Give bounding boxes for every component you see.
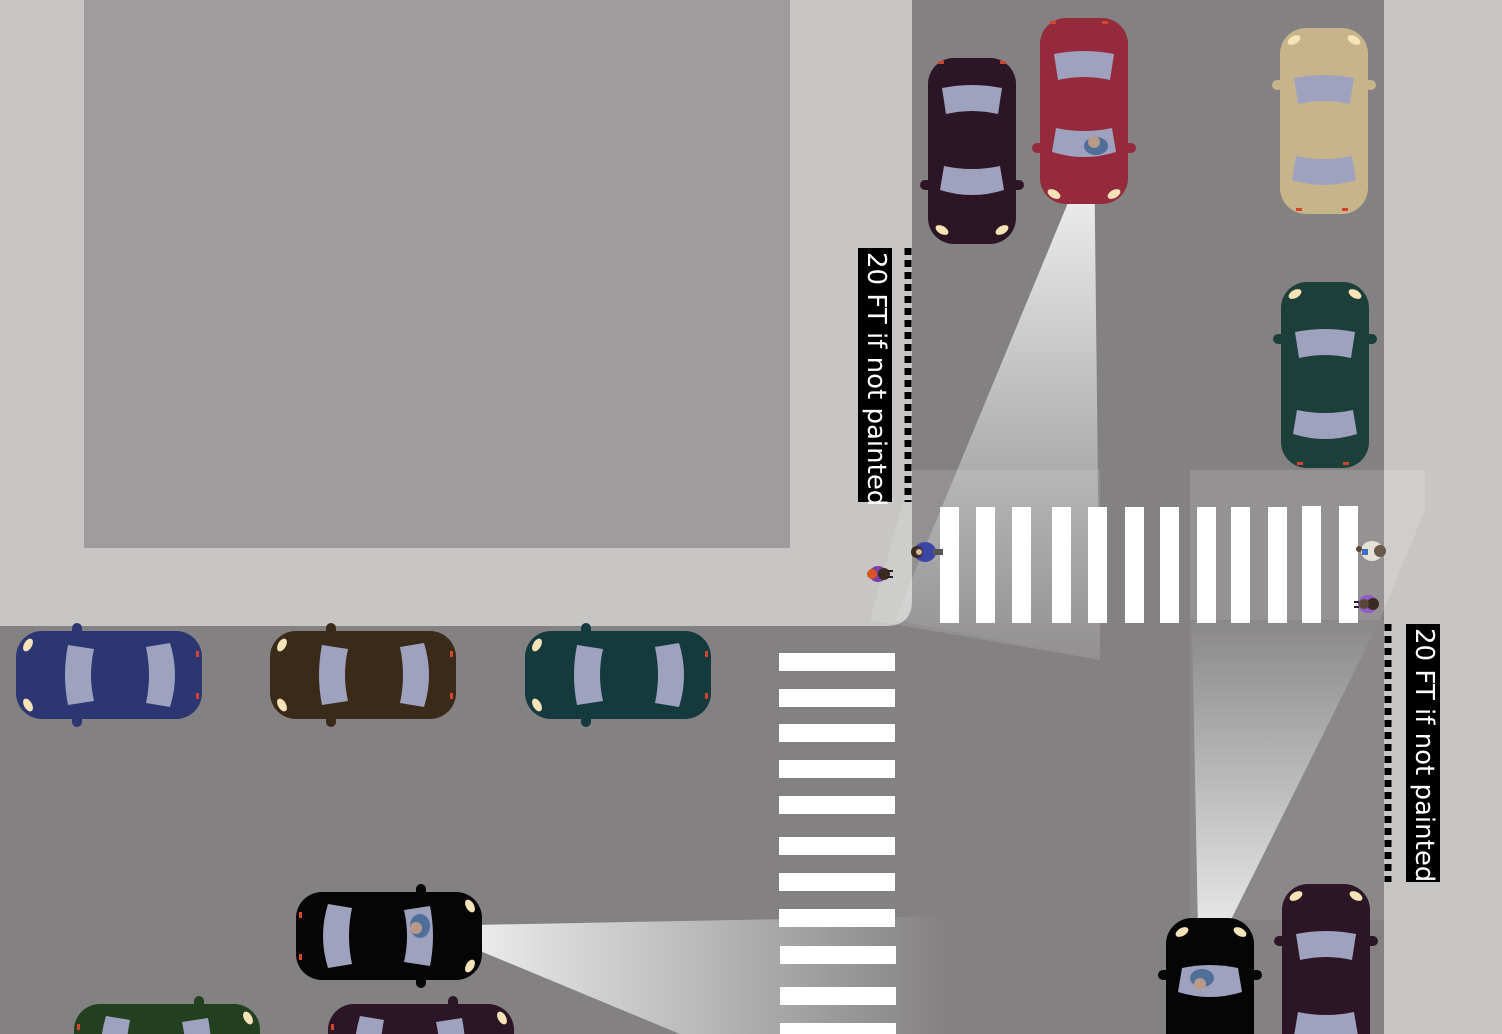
pedestrian-crosswalk-blue: [911, 542, 943, 562]
pedestrian-corner-red-hair: [867, 566, 893, 582]
car-left-brown: [270, 623, 456, 727]
car-left-teal: [525, 623, 711, 727]
car-bottom-green: [74, 996, 260, 1034]
no-parking-label-right: 20 FT if not painted: [1406, 624, 1440, 882]
car-right-green: [1273, 282, 1377, 468]
sidewalk-east: [1384, 0, 1502, 1034]
building-block-northwest: [84, 0, 790, 548]
sight-cone-black-car-west: [420, 916, 945, 1034]
car-top-tan: [1272, 28, 1376, 214]
car-bottomright-black: [1158, 918, 1262, 1034]
car-bottomright-plum: [1274, 884, 1378, 1034]
car-top-plum: [920, 58, 1024, 244]
sight-cone-black-car-south: [1192, 620, 1380, 984]
car-bottom-black: [296, 884, 482, 988]
car-left-blue: [16, 623, 202, 727]
no-parking-label-left: 20 FT if not painted: [858, 248, 892, 506]
car-top-red: [1032, 18, 1136, 204]
car-bottom-plum: [328, 996, 514, 1034]
pedestrian-right-purple: [1354, 595, 1379, 613]
pedestrian-right-white: [1356, 541, 1386, 561]
sight-cone-red-car: [895, 140, 1100, 660]
